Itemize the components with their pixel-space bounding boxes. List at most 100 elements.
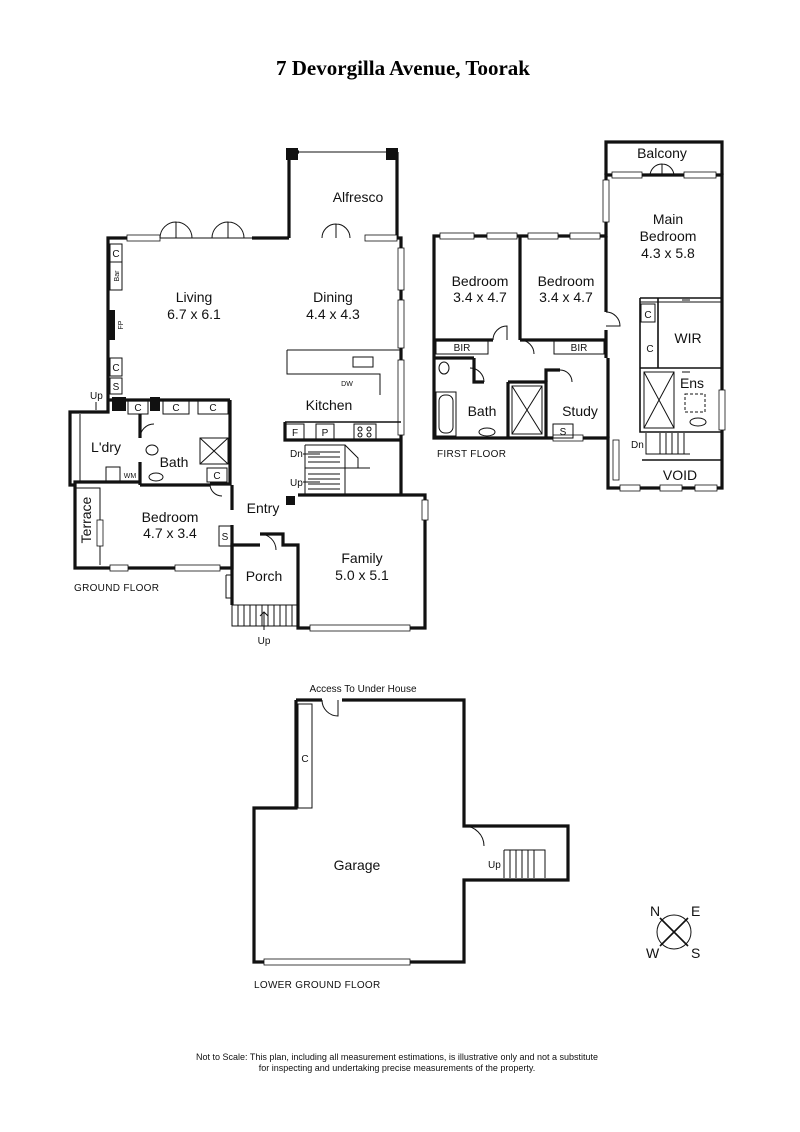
window-dining-east-2 [397,299,405,349]
study-label: Study [562,403,598,419]
laundry-stair-up-label: Up [90,391,103,402]
window-dining-top [364,234,398,242]
bar [109,261,123,291]
window-main-bed-north-1 [611,171,643,179]
stair-winder [344,444,359,468]
cooktop [353,423,377,440]
porch-label: Porch [246,568,283,584]
ground-floor-label: GROUND FLOOR [74,583,159,594]
window-living-top [126,234,161,242]
bedroom2-dimensions: 3.4 x 4.7 [539,289,593,305]
main-bedroom-dimensions: 4.3 x 5.8 [641,245,695,261]
compass: N E W S [646,903,700,961]
column [112,397,126,411]
plan-title: 7 Devorgilla Avenue, Toorak [276,56,530,80]
bir-label: BIR [571,343,588,354]
study-walls [544,358,610,438]
stair-door [463,825,485,847]
window-kitchen-east [397,359,405,436]
compass-north: N [650,903,660,919]
window-bed2-north-1 [527,232,559,240]
column [150,397,160,411]
front-door [259,533,277,551]
burner [357,426,363,432]
compass-east: E [691,903,700,919]
alfresco-label: Alfresco [333,189,384,205]
ground-outer-wall [106,236,427,630]
cupboard-label: C [172,403,179,414]
cupboard-label: C [209,403,216,414]
stair-treads [308,451,340,490]
shower [511,385,543,435]
balcony-walls [604,140,724,175]
living-name: Living [176,289,213,305]
bathtub-inner [438,394,454,434]
main-bedroom-name-1: Main [653,211,683,227]
window-void-west [612,439,620,481]
shower-cross [199,437,229,465]
access-label: Access To Under House [309,684,417,695]
main-bedroom-name-2: Bedroom [640,228,697,244]
porch-up-arrow [259,611,269,630]
dining-name: Dining [313,289,353,305]
bir-bedroom2 [553,339,605,355]
bedroom1-name: Bedroom [452,273,509,289]
washing-machine [105,466,121,482]
shelf-study [552,423,574,439]
cupboard-label: C [112,249,119,260]
first-floor: Balcony Bedroom 3.4 x 4.7 Bedroom 3.4 x … [432,140,726,492]
cupboard-garage [297,703,313,809]
void-label: VOID [663,467,697,483]
cupboard-hall-3 [197,399,229,415]
window-family-east [421,499,429,521]
ensuite-shower-cross [643,371,675,429]
bedroom2-name: Bedroom [538,273,595,289]
washing-machine-label: WM [124,473,137,480]
family-name: Family [341,550,382,566]
family-dimensions: 5.0 x 5.1 [335,567,389,583]
stair-up-label: Up [290,478,303,489]
window-ensuite-east [718,389,726,431]
window-bedroom-south-1 [109,564,129,572]
dining-dimensions: 4.4 x 4.3 [306,306,360,322]
compass-south: S [691,945,700,961]
ground-bath-walls [140,400,232,487]
window-void-south-3 [694,484,718,492]
lower-stair-up-label: Up [488,860,501,871]
shelf-label: S [560,427,567,438]
cupboard-living-2 [109,357,123,377]
first-bath-label: Bath [468,403,497,419]
ensuite-shower [643,371,675,429]
first-stair [645,433,690,455]
burner [357,432,363,438]
cupboard-label: C [301,754,308,765]
window-bed1-north-2 [486,232,518,240]
porch-step-treads [237,605,293,626]
laundry-walls [73,414,142,485]
stair-arrows [303,453,320,483]
fireplace-label: FP [118,320,125,329]
dishwasher-label: DW [341,381,353,388]
fridge-label: F [292,428,298,439]
compass-ring [656,914,692,950]
fireplace [108,310,115,340]
shelf-living [109,377,123,395]
wir-label: WIR [674,330,701,346]
garage-walls [252,698,570,964]
main-bedroom-door [605,311,621,327]
bathtub [435,391,457,437]
alfresco-post-left [286,148,298,160]
first-floor-label: FIRST FLOOR [437,449,506,460]
cupboard-bath [206,467,228,483]
shelf-label: S [113,382,120,393]
first-bath-walls [434,356,548,438]
window-terrace [96,519,104,547]
ground-floor: C Bar FP C S Living 6.7 x 6.1 Dining 4.4… [68,148,429,647]
ensuite-walls [639,368,722,433]
bedroom1-dimensions: 3.4 x 4.7 [453,289,507,305]
window-dining-east [397,247,405,291]
bath-door [469,367,485,383]
bedroom-doors [492,325,535,355]
shower-cross [511,385,543,435]
